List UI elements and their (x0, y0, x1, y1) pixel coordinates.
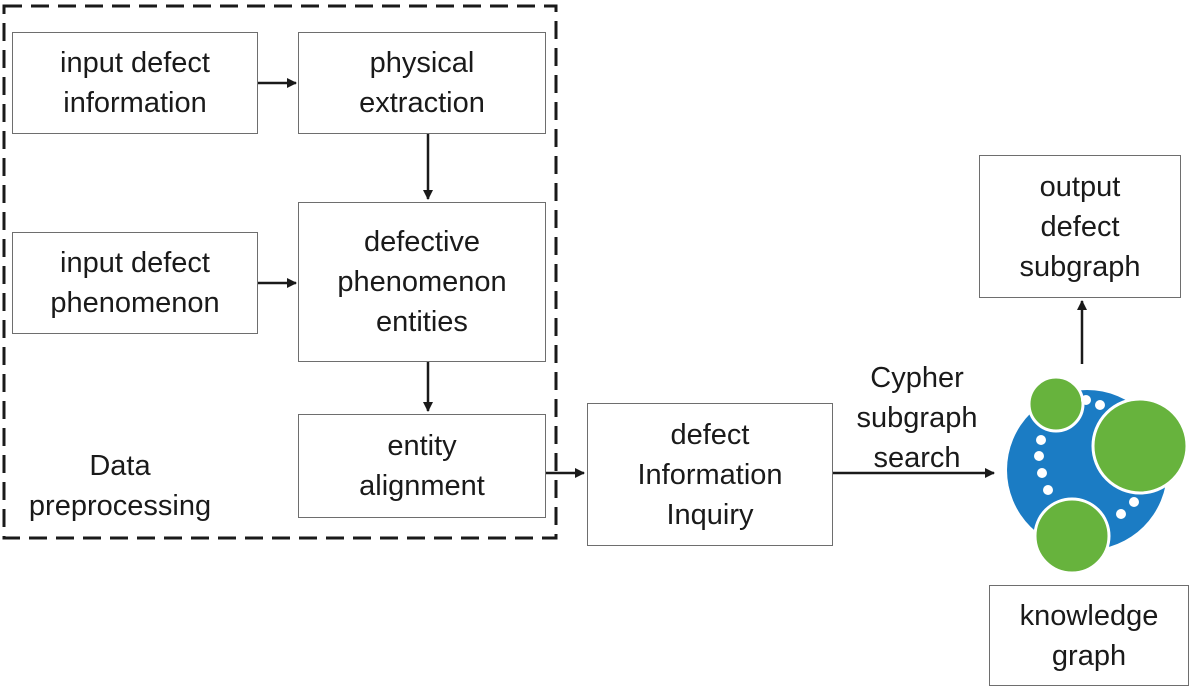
input-defect-phenomenon-box: input defect phenomenon (12, 232, 258, 334)
entity-alignment-label: entity alignment (359, 430, 485, 502)
defect-information-inquiry-box: defect Information Inquiry (587, 403, 833, 546)
entity-alignment-box: entity alignment (298, 414, 546, 518)
input-defect-phenomenon-label: input defect phenomenon (50, 247, 220, 319)
physical-extraction-label: physical extraction (359, 47, 485, 119)
cypher-subgraph-search-label: Cypher subgraph search (856, 362, 978, 474)
knowledge-graph-box: knowledge graph (989, 585, 1189, 686)
input-defect-information-box: input defect information (12, 32, 258, 134)
output-defect-subgraph-label: output defect subgraph (1019, 170, 1141, 283)
input-defect-information-label: input defect information (60, 47, 210, 119)
output-defect-subgraph-box: output defect subgraph (979, 155, 1181, 298)
defective-phenomenon-entities-box: defective phenomenon entities (298, 202, 546, 362)
data-preprocessing-group-border (2, 4, 558, 540)
knowledge-graph-label: knowledge graph (1019, 599, 1159, 672)
physical-extraction-box: physical extraction (298, 32, 546, 134)
data-preprocessing-label: Data preprocessing (28, 450, 212, 522)
defect-information-inquiry-label: defect Information Inquiry (637, 418, 783, 531)
defective-phenomenon-entities-label: defective phenomenon entities (337, 226, 507, 338)
graph-database-logo-icon (1007, 375, 1189, 575)
